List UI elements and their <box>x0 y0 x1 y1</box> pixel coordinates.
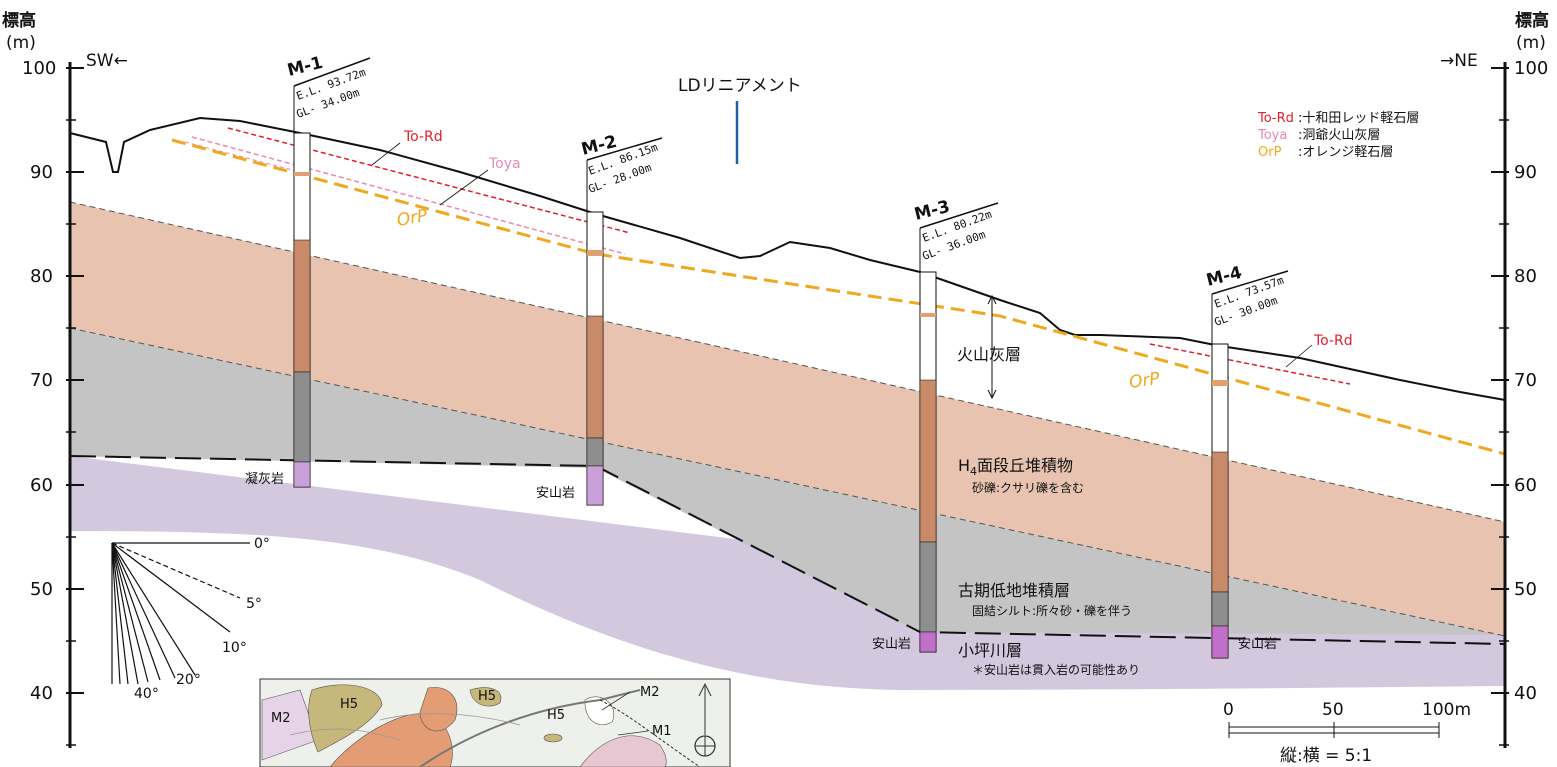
dip-label-40: 40° <box>134 686 159 702</box>
borehole-m3-base-rock: 安山岩 <box>872 637 911 652</box>
scale-label-0: 0 <box>1223 700 1234 720</box>
dip-angle-scale <box>111 542 250 685</box>
h4-terrace-title: H4面段丘堆積物 <box>958 456 1073 478</box>
orp-label-1: OrP <box>395 206 429 231</box>
toya-leader <box>439 169 489 206</box>
kotsubogawa-title: 小坪川層 <box>958 641 1022 660</box>
left-tick-40: 40 <box>30 683 53 704</box>
orp-line <box>171 138 1506 456</box>
legend-key-orp: OrP <box>1258 145 1282 160</box>
left-tick-50: 50 <box>30 579 53 600</box>
legend-text-orp: :オレンジ軽石層 <box>1298 145 1393 160</box>
toya-line-2 <box>184 141 301 173</box>
inset-label-m2-east: M2 <box>640 685 660 700</box>
right-tick-100: 100 <box>1514 58 1548 79</box>
old-lowland-desc: 固結シルト:所々砂・礫を伴う <box>972 603 1132 618</box>
inset-label-m2-west: M2 <box>271 711 291 726</box>
to-rd-label-1: To-Rd <box>403 129 443 145</box>
ground-surface-line <box>69 116 1506 401</box>
to-rd-leader-1 <box>371 142 401 166</box>
toya-label: Toya <box>488 156 521 172</box>
left-tick-80: 80 <box>30 266 53 287</box>
dip-label-0: 0° <box>254 536 270 552</box>
volcanic-ash-thickness-arrow <box>987 294 997 400</box>
right-tick-50: 50 <box>1514 579 1537 600</box>
inset-label-h5-3: H5 <box>547 708 565 723</box>
direction-sw: SW← <box>86 51 128 71</box>
orp-label-2: OrP <box>1128 369 1162 393</box>
tephra-legend: To-Rd :十和田レッド軽石層 Toya :洞爺火山灰層 OrP :オレンジ軽… <box>1257 111 1419 160</box>
dip-label-5: 5° <box>246 596 262 612</box>
borehole-m3 <box>919 202 999 653</box>
left-axis-unit: (m) <box>6 33 36 53</box>
scale-label-50: 50 <box>1322 700 1344 720</box>
legend-key-toya: Toya <box>1257 128 1287 143</box>
boundary-bedrock <box>69 455 1506 645</box>
legend-key-to-rd: To-Rd <box>1257 111 1294 126</box>
h4-terrace-deposit-layer <box>70 202 1505 636</box>
left-axis-unit-label: 標高 <box>2 10 36 31</box>
borehole-m3-id: M-3 <box>912 197 952 225</box>
left-tick-70: 70 <box>30 370 53 391</box>
dip-label-10: 10° <box>222 640 247 656</box>
direction-ne: →NE <box>1440 51 1478 71</box>
right-elevation-axis <box>1491 62 1509 748</box>
to-rd-line-west <box>227 127 631 234</box>
dip-label-20: 20° <box>176 672 201 688</box>
borehole-m2 <box>586 137 663 506</box>
borehole-m1-base-rock: 凝灰岩 <box>245 471 284 487</box>
borehole-m2-base-rock: 安山岩 <box>536 486 575 501</box>
left-tick-100: 100 <box>22 58 56 79</box>
legend-text-to-rd: :十和田レッド軽石層 <box>1298 111 1419 126</box>
old-lowland-title: 古期低地堆積層 <box>958 581 1070 600</box>
right-tick-40: 40 <box>1514 683 1537 704</box>
left-tick-90: 90 <box>30 162 53 183</box>
legend-text-toya: :洞爺火山灰層 <box>1298 128 1380 143</box>
inset-label-h5-1: H5 <box>340 697 358 712</box>
scale-label-100m: 100m <box>1422 700 1471 720</box>
right-tick-90: 90 <box>1514 162 1537 183</box>
scale-ratio: 縦:横 = 5:1 <box>1280 746 1372 766</box>
lineament-label: LDリニアメント <box>678 76 802 96</box>
right-tick-60: 60 <box>1514 475 1537 496</box>
borehole-m4-base-rock: 安山岩 <box>1238 637 1277 652</box>
left-elevation-axis <box>66 62 84 748</box>
inset-location-map <box>259 678 731 767</box>
horizontal-scale-bar <box>1228 722 1440 738</box>
inset-label-h5-2: H5 <box>478 689 496 704</box>
andesite-note: ＊安山岩は貫入岩の可能性あり <box>972 662 1140 677</box>
to-rd-label-2: To-Rd <box>1313 333 1353 349</box>
to-rd-line-east <box>1149 343 1351 385</box>
h4-terrace-desc: 砂礫:クサリ礫を含む <box>972 480 1084 495</box>
right-tick-80: 80 <box>1514 266 1537 287</box>
right-tick-70: 70 <box>1514 370 1537 391</box>
toya-line <box>191 136 626 255</box>
to-rd-leader-2 <box>1285 344 1313 368</box>
right-axis-unit: (m) <box>1516 33 1546 53</box>
left-tick-60: 60 <box>30 475 53 496</box>
borehole-m4 <box>1211 270 1289 659</box>
borehole-m1 <box>293 57 371 488</box>
right-axis-unit-label: 標高 <box>1515 10 1549 31</box>
volcanic-ash-label: 火山灰層 <box>957 345 1021 364</box>
inset-label-m1: M1 <box>652 724 672 739</box>
